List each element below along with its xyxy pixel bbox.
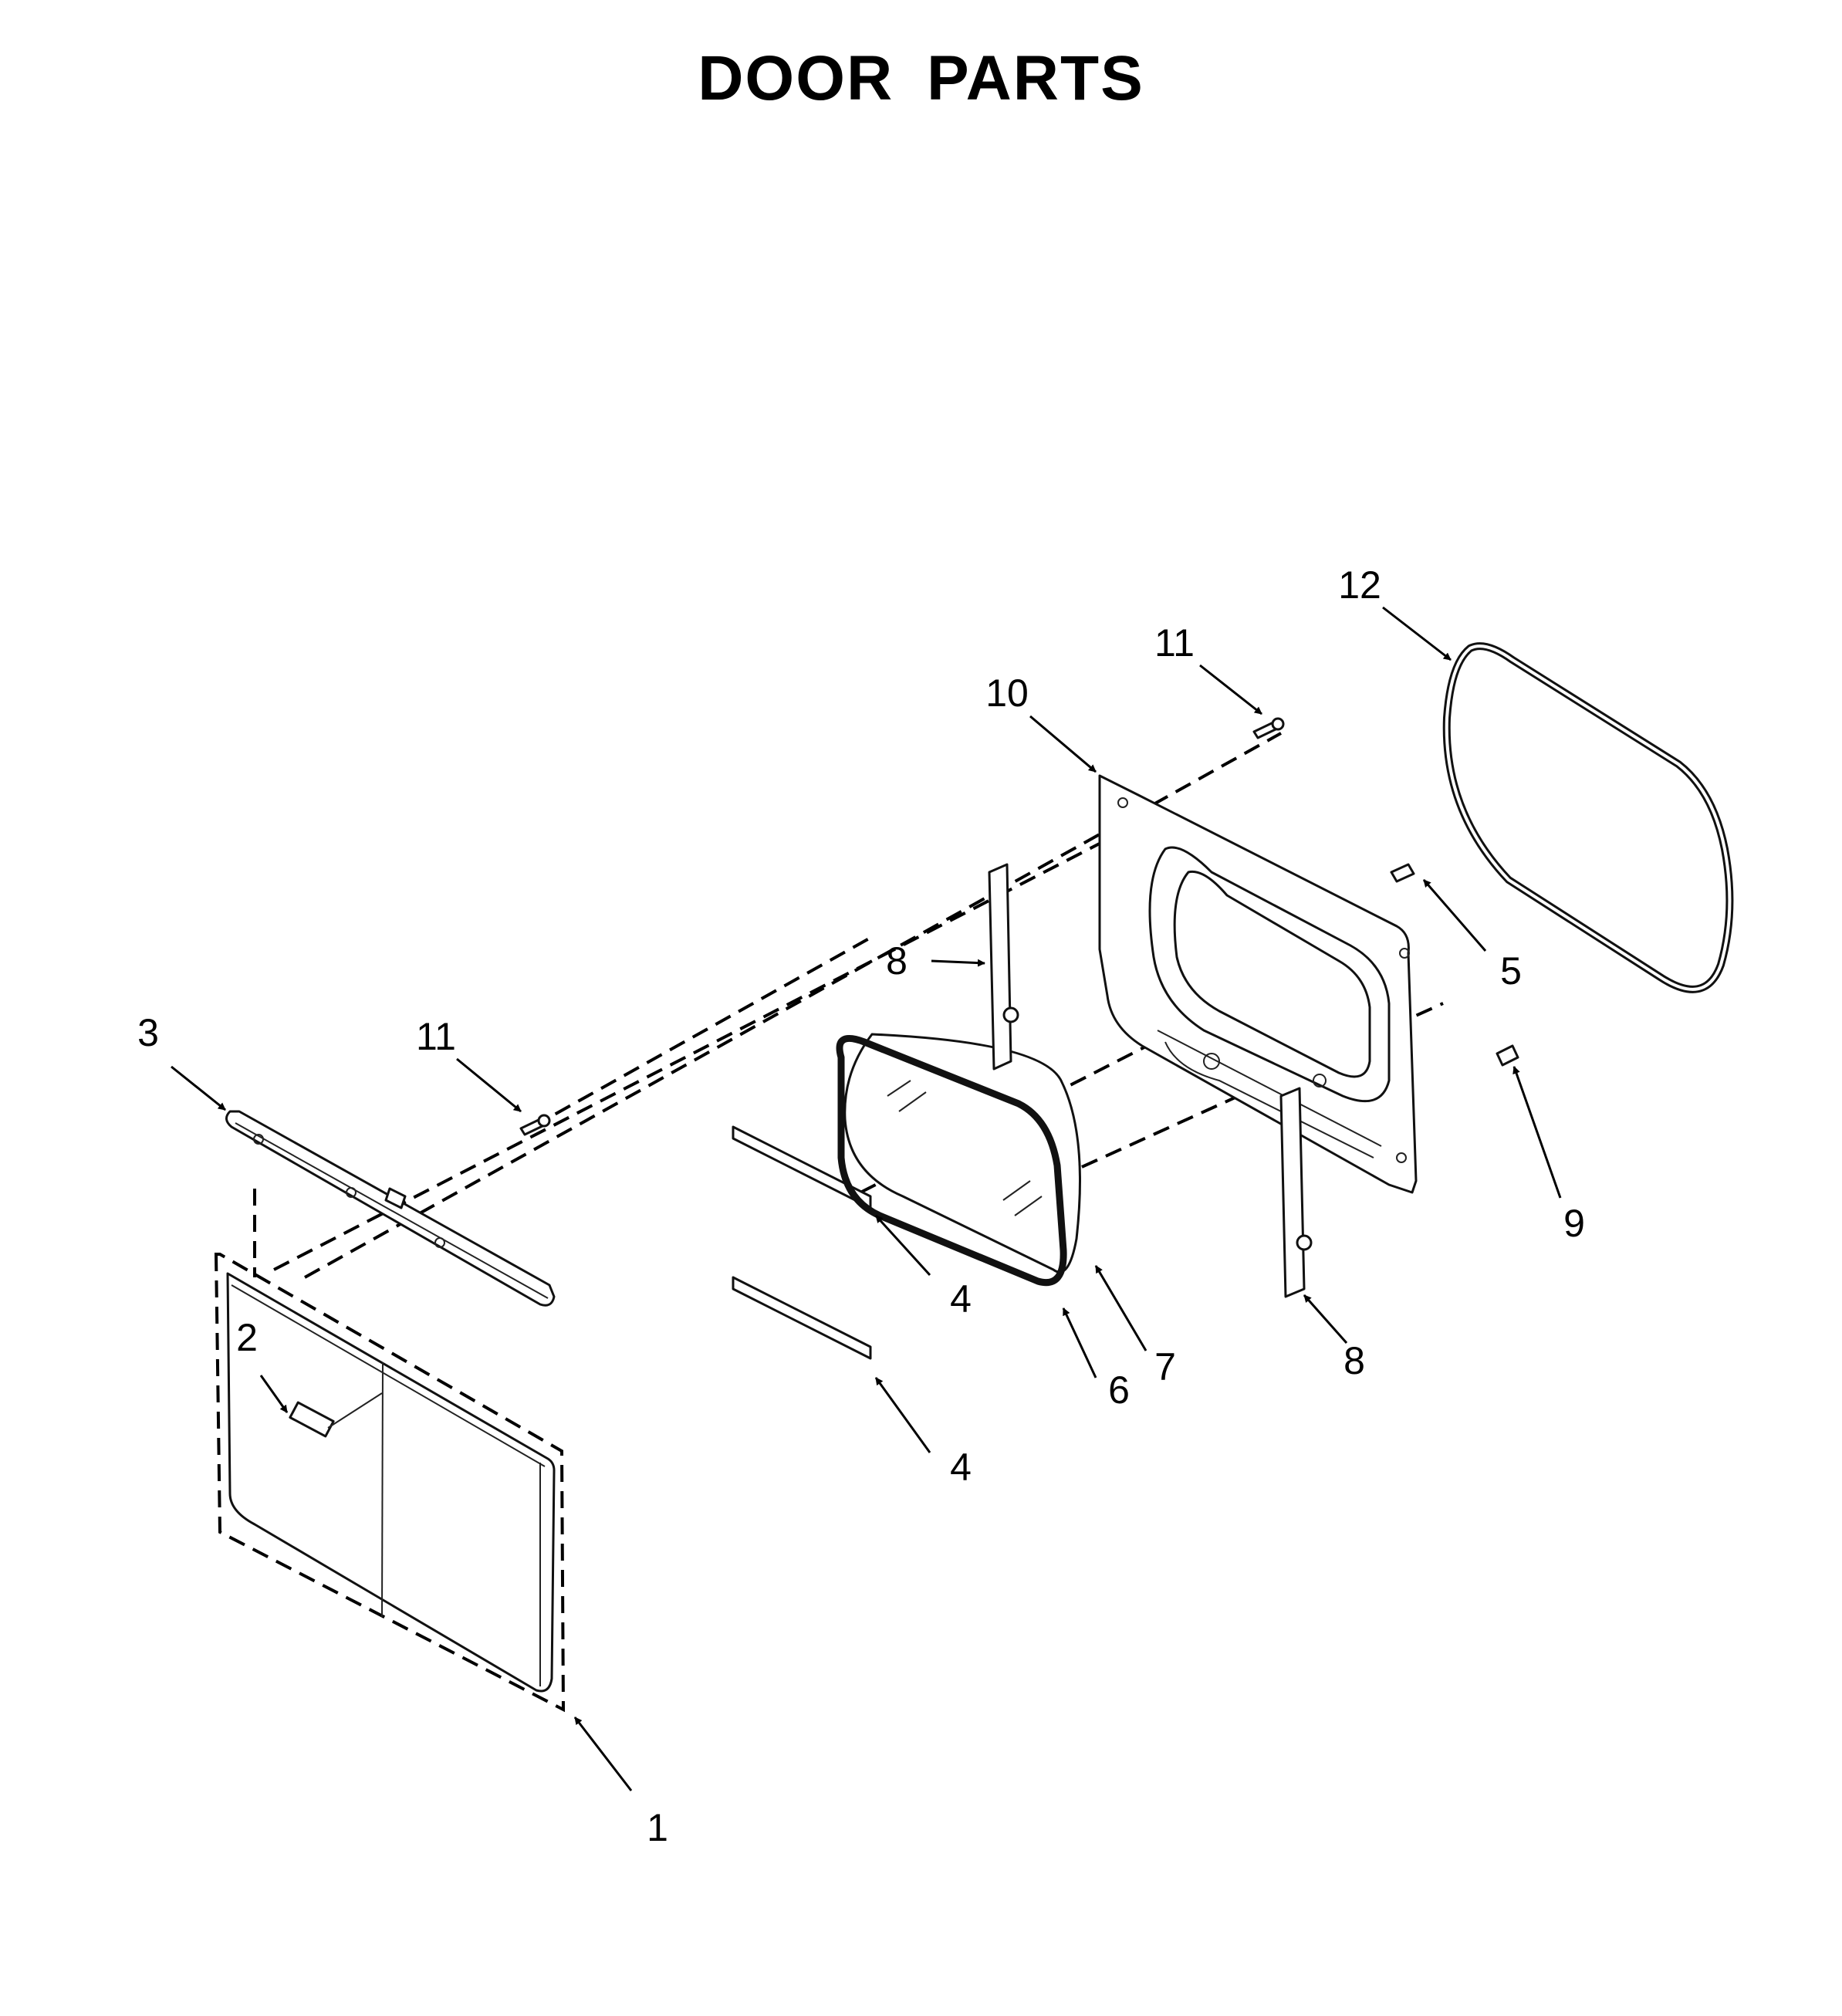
page-title: DOOR PARTS [698, 43, 1144, 113]
callout-7: 7 [1154, 1345, 1176, 1389]
part-window-glass [836, 1033, 1081, 1286]
callout-2: 2 [236, 1316, 258, 1359]
callout-4-lower: 4 [950, 1446, 972, 1489]
callout-5: 5 [1500, 949, 1522, 993]
part-fasteners [1390, 863, 1519, 1067]
part-glass-strips [732, 1125, 872, 1360]
part-inner-door [1098, 774, 1418, 1194]
part-screws [519, 717, 1285, 1136]
part-badge [289, 1392, 383, 1438]
callout-4-upper: 4 [950, 1277, 972, 1321]
callout-8-left: 8 [886, 939, 907, 983]
callout-arrows [171, 606, 1562, 1791]
part-door-seal [1442, 642, 1734, 993]
callout-8-right: 8 [1343, 1339, 1365, 1382]
callout-1: 1 [647, 1806, 668, 1849]
part-hinges [988, 863, 1313, 1298]
callout-9: 9 [1563, 1202, 1585, 1245]
part-handle [225, 1110, 556, 1307]
callout-3: 3 [137, 1011, 159, 1054]
callout-6: 6 [1108, 1368, 1130, 1412]
callout-labels: 1 2 3 4 4 5 6 7 8 8 9 10 11 11 12 [137, 563, 1585, 1849]
callout-11-right: 11 [1154, 621, 1195, 665]
callout-10: 10 [985, 671, 1029, 715]
callout-11-left: 11 [416, 1015, 456, 1058]
callout-12: 12 [1338, 563, 1381, 607]
part-door-panel [214, 1253, 566, 1713]
